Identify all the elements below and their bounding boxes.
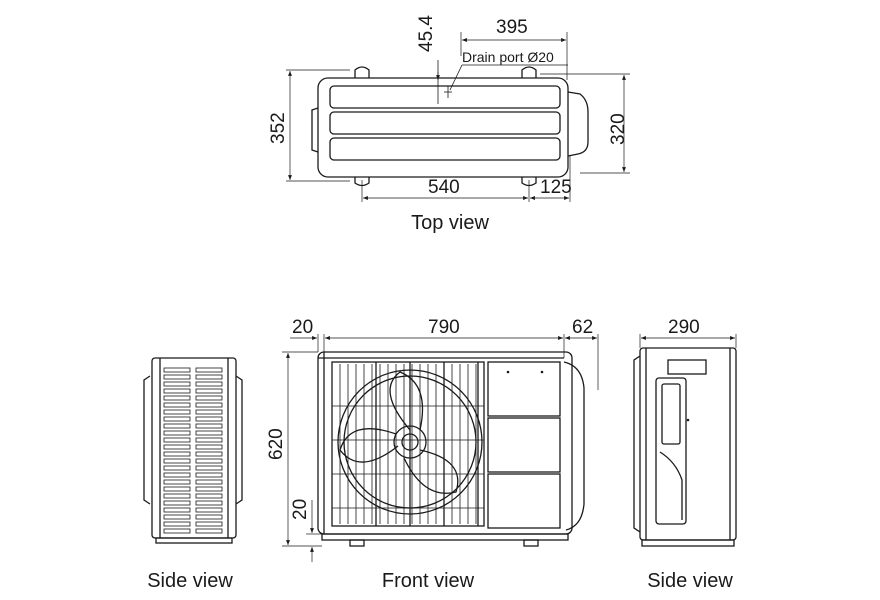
side-grille-slot (195, 486, 223, 492)
side-grille-slot (195, 402, 223, 408)
side-grille-slot (195, 444, 223, 450)
dim-top-320: 320 (608, 113, 629, 145)
side-grille-slot (163, 437, 191, 443)
side-grille-slot (163, 381, 191, 387)
fan-ring-outer (337, 369, 483, 515)
left-side-base (155, 537, 233, 544)
right-side-body (639, 347, 737, 541)
side-grille-slot (163, 500, 191, 506)
dim-front-620: 620 (266, 428, 287, 460)
side-grille-slot (163, 521, 191, 527)
fan-hub (393, 425, 427, 459)
side-grille-slot (163, 493, 191, 499)
side-grille-slot (195, 521, 223, 527)
dim-front-20-bottom: 20 (290, 499, 311, 520)
front-view-base (321, 533, 569, 541)
side-grille-slot (163, 402, 191, 408)
side-grille-slot (195, 507, 223, 513)
side-grille-slot (163, 444, 191, 450)
top-slat-1 (329, 85, 561, 109)
drain-port-label: Drain port Ø20 (462, 49, 554, 65)
top-slat-2 (329, 111, 561, 135)
side-grille-slot (195, 367, 223, 373)
side-grille-slot (163, 528, 191, 534)
top-view-left-bulge (311, 107, 319, 153)
front-panel-2 (487, 417, 561, 473)
side-grille-slot (163, 367, 191, 373)
side-grille-slot (163, 409, 191, 415)
side-grille-slot (195, 514, 223, 520)
top-view-body (317, 77, 569, 178)
top-view-right-valve (567, 91, 589, 157)
side-grille-slot (163, 395, 191, 401)
dim-top-540: 540 (428, 177, 460, 198)
side-grille-slot (163, 465, 191, 471)
side-grille-slot (195, 458, 223, 464)
right-side-top-handle (667, 359, 707, 375)
side-grille-slot (195, 500, 223, 506)
label-side-view-left: Side view (147, 570, 233, 592)
side-grille-slot (195, 388, 223, 394)
label-top-view: Top view (411, 212, 489, 234)
top-view: 45.4 395 Drain port Ø20 352 320 540 125 … (268, 15, 630, 234)
dim-top-352: 352 (268, 112, 289, 144)
front-view-valve-cover (563, 361, 585, 531)
top-foot-tl (354, 66, 370, 78)
side-grille-slot (163, 507, 191, 513)
top-foot-tr (521, 66, 537, 78)
right-side-valve-panel (655, 377, 687, 525)
left-side-grille (163, 367, 223, 534)
side-grille-slot (163, 430, 191, 436)
front-panel-3 (487, 473, 561, 529)
side-grille-slot (163, 423, 191, 429)
right-side-view: 290 Side view (633, 317, 737, 592)
side-grille-slot (195, 528, 223, 534)
side-grille-slot (163, 472, 191, 478)
side-grille-slot (163, 374, 191, 380)
drain-leader (449, 64, 463, 91)
dim-side-290: 290 (668, 317, 700, 338)
side-grille-slot (163, 388, 191, 394)
side-grille-slot (195, 451, 223, 457)
side-grille-slot (195, 479, 223, 485)
dim-top-45: 45.4 (416, 15, 437, 52)
side-grille-slot (195, 437, 223, 443)
dim-top-125: 125 (540, 177, 572, 198)
right-side-base (641, 539, 735, 547)
fan-blades (339, 371, 459, 494)
left-side-view: Side view (143, 357, 243, 592)
side-grille-slot (163, 486, 191, 492)
dim-top-395: 395 (496, 17, 528, 38)
side-grille-slot (163, 458, 191, 464)
side-grille-slot (163, 514, 191, 520)
side-grille-slot (195, 465, 223, 471)
dim-front-20-top: 20 (292, 317, 313, 338)
side-grille-slot (195, 423, 223, 429)
side-grille-slot (195, 381, 223, 387)
side-grille-slot (163, 451, 191, 457)
side-grille-slot (195, 430, 223, 436)
side-grille-slot (195, 493, 223, 499)
side-grille-slot (163, 416, 191, 422)
left-side-body (151, 357, 237, 539)
fan-grille-frame (331, 361, 485, 527)
label-front-view: Front view (382, 570, 475, 592)
side-grille-slot (195, 395, 223, 401)
side-grille-slot (195, 409, 223, 415)
side-grille-slot (195, 416, 223, 422)
dim-front-62: 62 (572, 317, 593, 338)
front-view: 20 790 62 620 20 Front view (266, 317, 599, 592)
label-side-view-right: Side view (647, 570, 733, 592)
side-grille-slot (195, 374, 223, 380)
side-grille-slot (195, 472, 223, 478)
top-slat-3 (329, 137, 561, 161)
side-grille-slot (163, 479, 191, 485)
front-panel-1 (487, 361, 561, 417)
dim-front-790: 790 (428, 317, 460, 338)
